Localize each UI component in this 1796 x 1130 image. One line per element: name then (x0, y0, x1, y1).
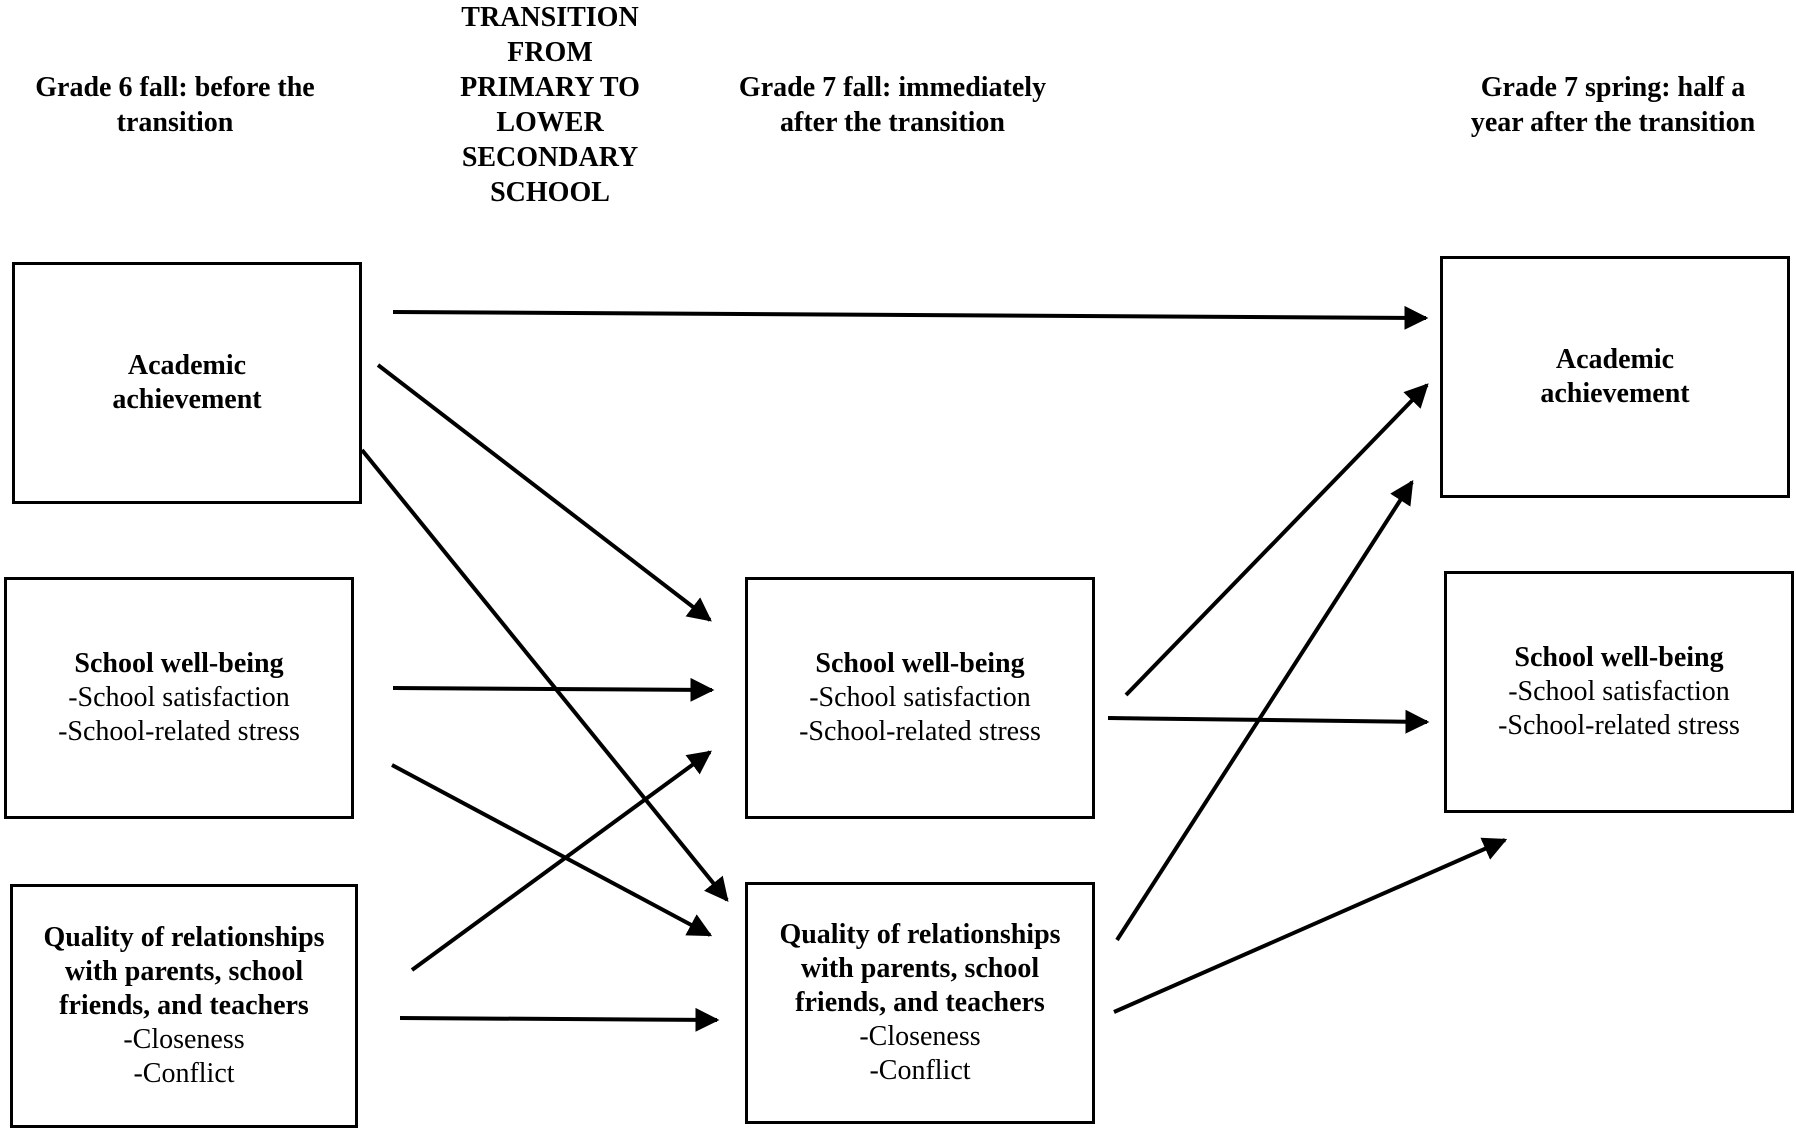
header-transition: TRANSITION FROM PRIMARY TO LOWER SECONDA… (460, 2, 640, 208)
arrow-g6-wellbeing-to-g7f-relationships (391, 763, 713, 937)
arrow-g6-academic-to-g7s-academic (392, 305, 1429, 330)
box-title: Academic achievement (112, 350, 262, 415)
box-title: Quality of relationships with parents, s… (43, 922, 325, 1021)
arrow-g6-relationships-to-g7f-wellbeing (410, 750, 712, 972)
box-title: School well-being (74, 648, 284, 679)
box-item: -School-related stress (1498, 710, 1740, 741)
box-g7s-school-well-being: School well-being -School satisfaction -… (1444, 571, 1794, 813)
arrow-g7f-relationships-to-g7s-academic (1115, 479, 1414, 942)
box-g6-relationship-quality: Quality of relationships with parents, s… (10, 884, 358, 1128)
header-grade7-fall: Grade 7 fall: immediately after the tran… (738, 72, 1047, 138)
header-grade7-spring: Grade 7 spring: half a year after the tr… (1470, 72, 1756, 138)
box-item: -Closeness (123, 1024, 245, 1055)
box-item: -School satisfaction (1508, 676, 1730, 707)
box-item: -Conflict (133, 1058, 235, 1089)
box-title: School well-being (1514, 642, 1724, 673)
box-g6-school-well-being: School well-being -School satisfaction -… (4, 577, 354, 819)
box-title: School well-being (815, 648, 1025, 679)
box-item: -School-related stress (799, 716, 1041, 747)
box-item: -School satisfaction (68, 682, 290, 713)
arrow-g6-academic-to-g7f-wellbeing (376, 363, 712, 622)
arrow-g6-academic-to-g7f-relationships (360, 448, 729, 902)
box-item: -Conflict (869, 1055, 971, 1086)
arrow-g7f-wellbeing-to-g7s-wellbeing (1107, 709, 1430, 734)
box-item: -Closeness (859, 1021, 981, 1052)
arrow-g6-relationships-to-g7f-relationships (399, 1007, 720, 1032)
box-g7f-school-well-being: School well-being -School satisfaction -… (745, 577, 1095, 819)
arrow-g6-wellbeing-to-g7f-wellbeing (392, 677, 715, 702)
box-title: Quality of relationships with parents, s… (779, 919, 1061, 1018)
box-title: Academic achievement (1540, 344, 1690, 409)
box-g7f-relationship-quality: Quality of relationships with parents, s… (745, 882, 1095, 1124)
box-item: -School satisfaction (809, 682, 1031, 713)
arrow-g7f-relationships-to-g7s-wellbeing (1113, 837, 1508, 1014)
arrow-g7f-wellbeing-to-g7s-academic (1124, 383, 1429, 697)
header-grade6-fall: Grade 6 fall: before the transition (35, 72, 315, 138)
box-g7s-academic-achievement: Academic achievement (1440, 256, 1790, 498)
box-g6-academic-achievement: Academic achievement (12, 262, 362, 504)
box-item: -School-related stress (58, 716, 300, 747)
